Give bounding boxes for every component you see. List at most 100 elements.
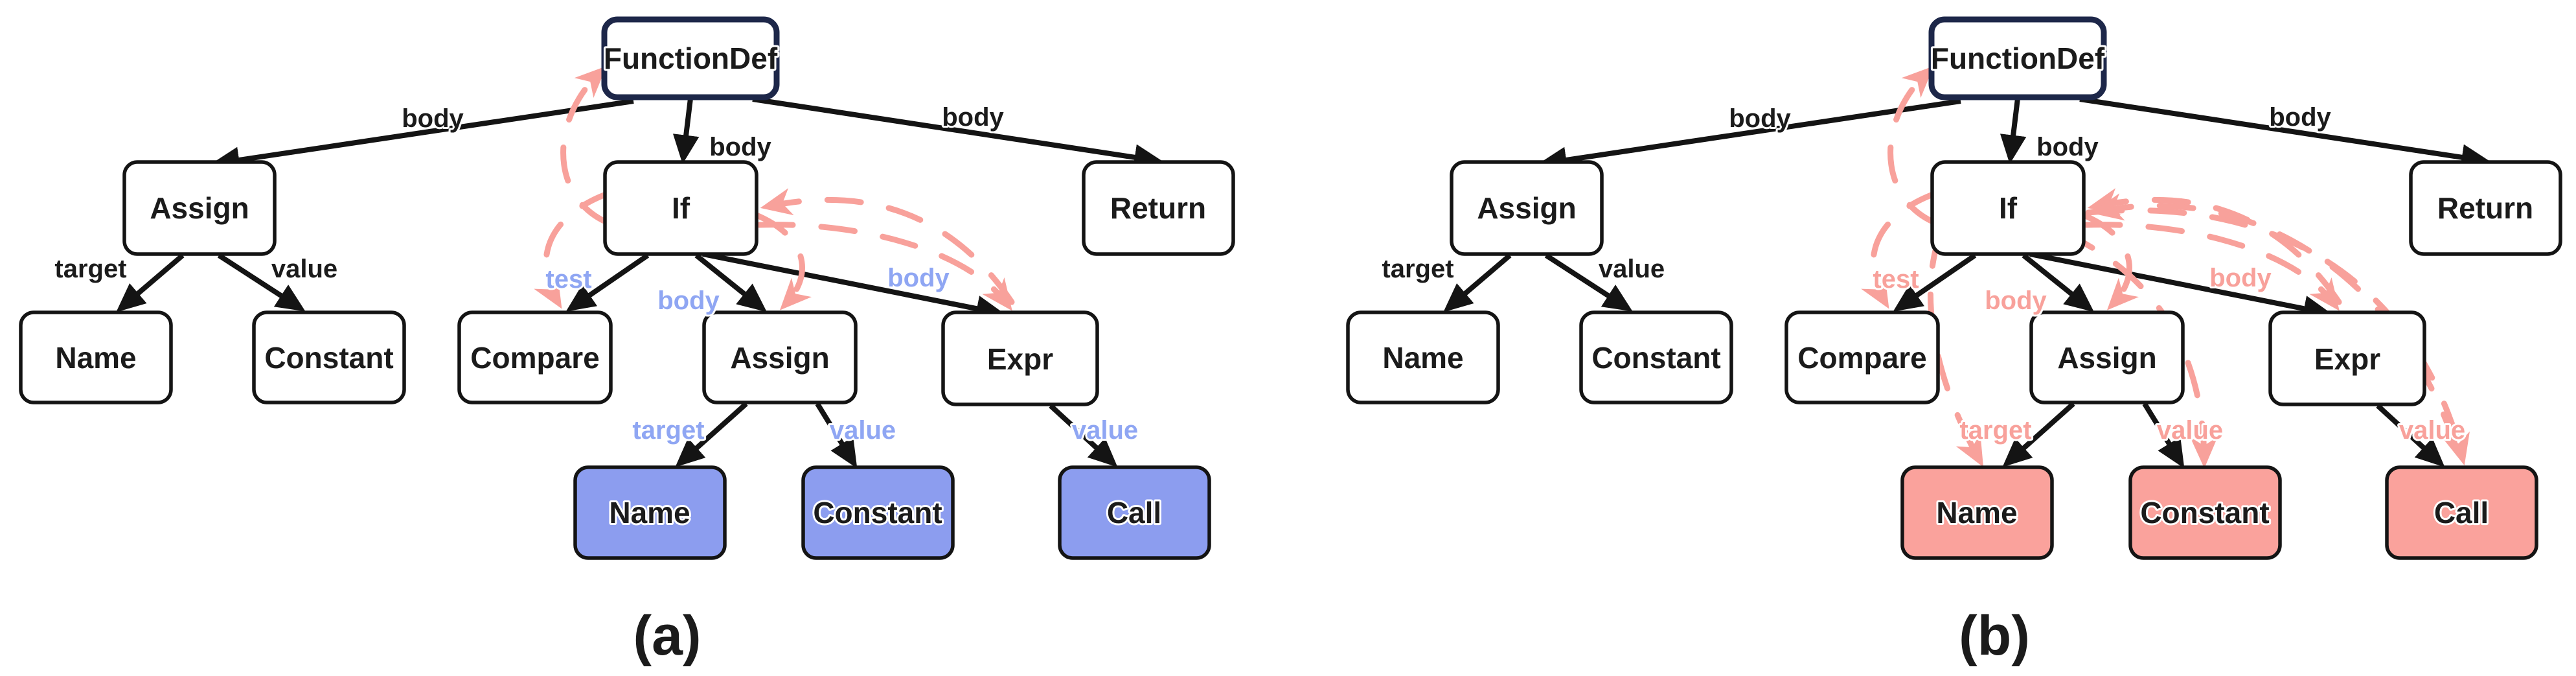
edge-label-test: test xyxy=(545,265,591,294)
node-label: Assign xyxy=(2057,341,2156,375)
edge-label-body: body xyxy=(402,104,464,133)
node-box xyxy=(19,310,173,404)
edge-value-assign-constant-leaf xyxy=(2142,402,2185,469)
tree-b-edges xyxy=(1443,97,2491,469)
node-box xyxy=(1579,310,1733,404)
edge-label-value: value xyxy=(2157,416,2223,445)
edge-label-body: body xyxy=(1985,286,2047,315)
tree-b: FunctionDef Assign If Return Name Consta… xyxy=(1346,16,2562,667)
node-constant-left-a: Constant xyxy=(252,310,406,404)
node-call-leaf-b: Call xyxy=(2385,465,2538,560)
node-compare-a: Compare xyxy=(457,310,613,404)
edge-target-assign-name xyxy=(1443,253,1512,312)
node-constant-left-b: Constant xyxy=(1579,310,1733,404)
node-assign-left-a: Assign xyxy=(122,160,277,256)
node-assign-inner-a: Assign xyxy=(702,310,858,404)
tree-a: FunctionDef Assign If Return Name Consta… xyxy=(19,16,1235,667)
edge-value-assign-constant-leaf xyxy=(815,402,858,469)
node-label: Assign xyxy=(1477,191,1576,225)
edge-body-if-expr xyxy=(2029,251,2332,322)
node-box xyxy=(573,465,727,560)
trace-if-to-assign xyxy=(753,212,812,310)
edge-label-test: test xyxy=(1873,265,1919,294)
edge-body-if-expr xyxy=(702,251,1005,322)
node-box xyxy=(1058,465,1211,560)
trace-if-to-functiondef xyxy=(560,65,613,227)
node-name-left-b: Name xyxy=(1346,310,1500,404)
edge-label-target: target xyxy=(1382,255,1453,283)
edge-label-target: target xyxy=(54,255,126,283)
node-box xyxy=(603,160,758,256)
edge-body-if-assign xyxy=(2022,253,2094,312)
trace-expr-to-if xyxy=(760,188,1015,305)
trace-if-to-expr xyxy=(2083,222,2340,311)
edge-body-fd-assign xyxy=(210,99,634,174)
node-box xyxy=(2385,465,2538,560)
edge-body-fd-if xyxy=(2000,98,2027,165)
node-constant-leaf-b: Constant xyxy=(2128,465,2282,560)
node-box xyxy=(941,310,1099,406)
node-label: Compare xyxy=(1797,341,1926,375)
trace-if-to-functiondef xyxy=(1887,65,1941,227)
edge-label-value: value xyxy=(1072,416,1138,445)
node-box xyxy=(122,160,277,256)
node-return-a: Return xyxy=(1082,160,1235,256)
node-box xyxy=(702,310,858,404)
node-if-b: If xyxy=(1930,160,2086,256)
node-box xyxy=(457,310,613,404)
edge-label-value: value xyxy=(2399,416,2465,445)
node-label: Assign xyxy=(150,191,249,225)
node-box xyxy=(1082,160,1235,256)
tree-a-traversal-arcs xyxy=(534,65,1015,311)
node-label: Call xyxy=(1107,496,1161,530)
edge-target-assign-name xyxy=(116,253,185,312)
edge-label-body: body xyxy=(2209,264,2272,292)
node-label: FunctionDef xyxy=(1931,41,2105,75)
tree-a-edge-labels: body body body target value test body bo… xyxy=(52,101,1140,447)
edge-label-body: body xyxy=(2036,133,2099,161)
node-compare-b: Compare xyxy=(1784,310,1940,404)
node-label: Name xyxy=(609,496,690,530)
node-if-a: If xyxy=(603,160,758,256)
node-box xyxy=(1784,310,1940,404)
node-call-leaf-a: Call xyxy=(1058,465,1211,560)
trace-if-to-compare xyxy=(534,189,616,309)
node-functiondef-b: FunctionDef xyxy=(1928,16,2107,100)
node-label: Expr xyxy=(987,342,1053,376)
edge-body-if-assign xyxy=(694,253,767,312)
node-label: Compare xyxy=(470,341,599,375)
node-assign-left-b: Assign xyxy=(1450,160,1604,256)
tree-b-edge-labels: body body body target value test body bo… xyxy=(1380,101,2467,447)
node-return-b: Return xyxy=(2409,160,2562,256)
node-label: Call xyxy=(2434,496,2489,530)
node-label: Constant xyxy=(264,341,393,375)
node-box xyxy=(801,465,955,560)
node-expr-a: Expr xyxy=(941,310,1099,406)
node-box xyxy=(1346,310,1500,404)
trace-if-to-call-leaf xyxy=(2085,207,2470,466)
edge-label-body: body xyxy=(887,264,950,292)
node-name-leaf-b: Name xyxy=(1900,465,2054,560)
trace-if-to-assign xyxy=(2080,212,2139,310)
caption-a: (a) xyxy=(633,605,701,667)
node-label: Name xyxy=(55,341,136,375)
node-name-leaf-a: Name xyxy=(573,465,727,560)
edge-label-body: body xyxy=(2269,103,2331,132)
node-label: Constant xyxy=(813,496,942,530)
edge-label-target: target xyxy=(632,416,704,445)
node-label: FunctionDef xyxy=(604,41,778,75)
trace-if-to-expr xyxy=(756,222,1012,311)
edge-label-value: value xyxy=(1599,255,1665,283)
edge-body-fd-return xyxy=(752,97,1164,170)
edge-label-body: body xyxy=(942,103,1004,132)
edge-label-body: body xyxy=(709,133,771,161)
node-label: If xyxy=(1999,191,2018,225)
edge-body-fd-if xyxy=(672,98,700,165)
node-box xyxy=(1900,465,2054,560)
node-box xyxy=(2268,310,2426,406)
edge-label-value: value xyxy=(830,416,896,445)
edge-target-assign-name-leaf xyxy=(675,402,748,467)
edge-value-expr-call xyxy=(2376,404,2445,467)
